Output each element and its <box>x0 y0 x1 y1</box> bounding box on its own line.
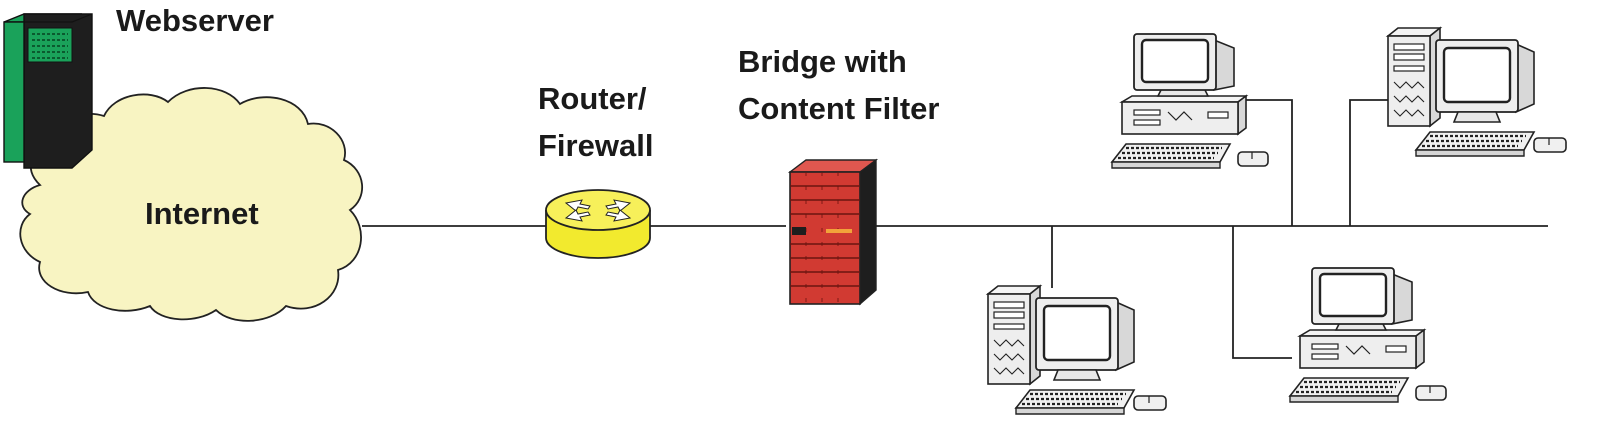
router-label-line1: Router/ <box>538 81 647 116</box>
internet-cloud-icon: Internet <box>19 87 364 322</box>
internet-label: Internet <box>145 196 259 231</box>
webserver-icon: Webserver <box>3 3 274 169</box>
workstation-icon <box>1110 32 1270 170</box>
router-label-line2: Firewall <box>538 128 653 163</box>
workstation-icon <box>986 284 1168 416</box>
drop-ws-top-left <box>1240 99 1293 226</box>
webserver-label: Webserver <box>116 3 274 38</box>
network-links <box>362 99 1548 359</box>
drop-ws-bottom-right <box>1232 226 1292 359</box>
bridge-label-line2: Content Filter <box>738 91 940 126</box>
workstation-icon <box>1288 266 1448 404</box>
drop-ws-top-right <box>1349 99 1390 226</box>
bridge-label-line1: Bridge with <box>738 44 907 79</box>
workstation-icon <box>1386 26 1568 158</box>
router-icon: Router/ Firewall <box>538 81 653 259</box>
bridge-server-icon: Bridge with Content Filter <box>738 44 940 306</box>
